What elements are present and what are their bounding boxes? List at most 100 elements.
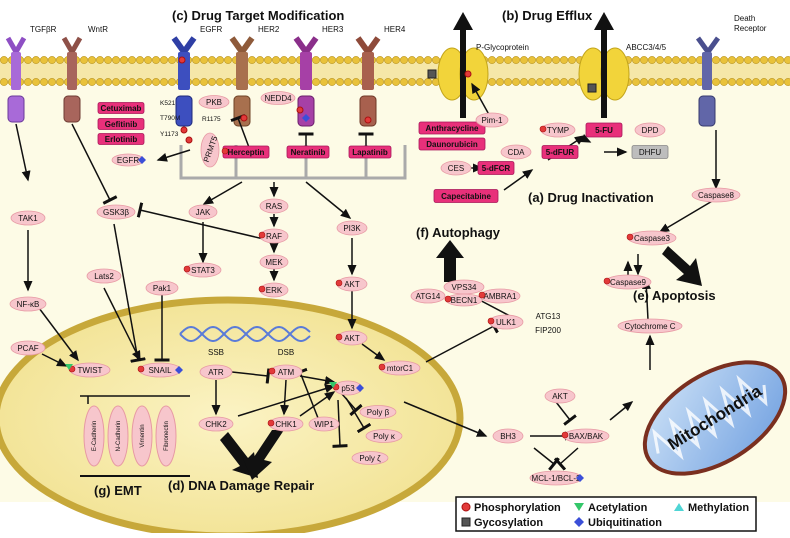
node-akt3: AKT	[544, 388, 576, 404]
node-ces: CES	[440, 160, 472, 176]
node-pkb: PKB	[198, 95, 230, 109]
node-bh3: BH3	[492, 428, 524, 444]
phosphorylation-icon	[268, 367, 276, 375]
node-cda: CDA	[500, 144, 532, 160]
acetylation-icon	[574, 503, 584, 511]
node-stat3: STAT3	[183, 262, 222, 278]
node-cytc: Cytochrome C	[617, 318, 683, 334]
label-mcl1: MCL-1/BCL-2	[532, 474, 581, 483]
emt-label: E-Cadherin	[92, 421, 98, 451]
section-efflux-title: (b) Drug Efflux	[502, 8, 593, 23]
phosphorylation-icon	[539, 125, 547, 133]
node-tymp: TYMP	[539, 122, 576, 138]
phosphorylation-icon	[478, 291, 486, 299]
node-jak: JAK	[188, 204, 218, 220]
node-raf: RAF	[258, 228, 289, 244]
label-akt2: AKT	[344, 334, 360, 343]
label-polk: Poly κ	[373, 432, 396, 441]
node-pim1: Pim-1	[475, 112, 509, 128]
node-caspase9: Caspase9	[603, 274, 652, 290]
label-mek: MEK	[265, 258, 283, 267]
label-gsk3b: GSK3β	[103, 208, 129, 217]
node-lapatinib: Lapatinib	[348, 145, 392, 159]
her3-receptor: HER3	[293, 25, 344, 127]
node-dfur: 5-dFUR	[541, 145, 579, 159]
section-apoptosis-title: (e) Apoptosis	[633, 288, 716, 303]
mutation-k521: K521	[160, 100, 176, 107]
node-p53: p53	[329, 380, 364, 396]
section-target-title: (c) Drug Target Modification	[172, 8, 344, 23]
node-daunorubicin: Daunorubicin	[418, 137, 486, 151]
her3-label: HER3	[322, 25, 344, 34]
label-fu: 5-FU	[595, 126, 613, 135]
node-fu: 5-FU	[585, 122, 623, 138]
label-twist: TWIST	[78, 366, 103, 375]
wntr-receptor: WntR	[61, 25, 108, 123]
node-vps34: VPS34	[443, 279, 485, 295]
node-dpd: DPD	[634, 122, 666, 138]
gycosylation-icon	[427, 69, 437, 79]
node-wip1: WIP1	[308, 416, 340, 432]
label-stat3: STAT3	[191, 266, 215, 275]
wntr-label: WntR	[88, 25, 108, 34]
node-ras: RAS	[259, 198, 289, 214]
phosphorylation-icon	[221, 147, 229, 155]
node-ulk1: ULK1	[487, 314, 524, 330]
label-dsb: DSB	[278, 348, 294, 357]
label-jak: JAK	[196, 208, 211, 217]
tgfbr-label: TGFβR	[30, 25, 57, 34]
legend-ubiquitination: Ubiquitination	[588, 517, 662, 529]
node-egfr_small: EGFR	[111, 153, 146, 167]
section-emt-title: (g) EMT	[94, 483, 142, 498]
label-nfkb: NF-κB	[17, 300, 40, 309]
label-neratinib: Neratinib	[291, 148, 326, 157]
label-chk1: CHK1	[275, 420, 297, 429]
node-dfcr: 5-dFCR	[477, 161, 515, 175]
node-atr: ATR	[199, 364, 233, 380]
node-mtorc1: mtorC1	[378, 360, 421, 376]
legend-box	[455, 496, 757, 532]
label-anthracycline: Anthracycline	[426, 124, 479, 133]
node-capecitabine: Capecitabine	[433, 189, 499, 203]
phosphorylation-icon	[267, 419, 275, 427]
node-mek: MEK	[259, 254, 289, 270]
phosphorylation-icon	[178, 56, 186, 64]
mutation-y1173: Y1173	[160, 131, 179, 138]
node-akt1: AKT	[335, 276, 368, 292]
node-polb: Poly β	[359, 405, 397, 419]
label-caspase8: Caspase8	[698, 191, 735, 200]
phosphorylation-icon	[185, 136, 193, 144]
receptor-bracket	[179, 145, 407, 180]
node-chk2: CHK2	[198, 416, 234, 432]
label-bh3: BH3	[500, 432, 516, 441]
label-wip1: WIP1	[314, 420, 334, 429]
label-ras: RAS	[266, 202, 282, 211]
acetylation-icon	[329, 382, 337, 388]
her4-label: HER4	[384, 25, 406, 34]
label-akt1: AKT	[344, 280, 360, 289]
node-baxbak: BAX/BAK	[561, 428, 610, 444]
node-anthracycline: Anthracycline	[418, 121, 486, 135]
node-akt2: AKT	[335, 330, 368, 346]
her4-receptor: HER4	[355, 25, 406, 127]
label-vps34: VPS34	[452, 283, 477, 292]
label-becn1: BECN1	[451, 296, 478, 305]
label-baxbak: BAX/BAK	[569, 432, 604, 441]
label-chk2: CHK2	[205, 420, 227, 429]
label-cetuximab: Cetuximab	[101, 104, 142, 113]
node-chk1: CHK1	[267, 416, 304, 432]
emt-fib: Fibronectin	[155, 405, 177, 467]
node-nfkb: NF-κB	[9, 296, 47, 312]
tgfbr-receptor: TGFβR	[5, 25, 57, 123]
label-ces: CES	[448, 164, 464, 173]
label-gefitinib: Gefitinib	[105, 120, 138, 129]
label-cda: CDA	[508, 148, 526, 157]
phosphorylation-icon	[626, 233, 634, 241]
node-atg14: ATG14	[410, 288, 446, 304]
label-dfur: 5-dFUR	[546, 148, 575, 157]
emt-label: Fibronectin	[164, 421, 170, 451]
node-atg13: ATG13	[536, 312, 561, 321]
node-becn1: BECN1	[444, 293, 483, 307]
